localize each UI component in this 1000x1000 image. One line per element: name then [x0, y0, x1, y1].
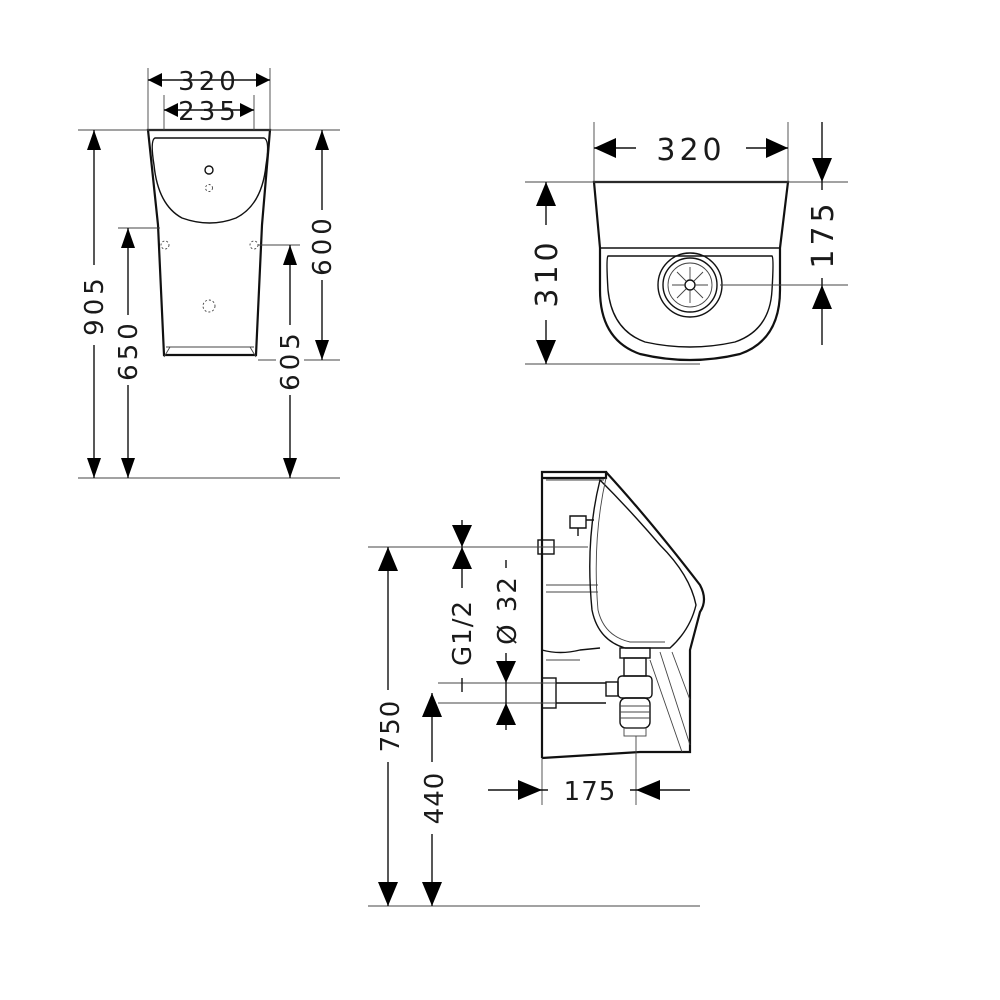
front-width-outer-label: 320	[178, 67, 240, 97]
top-depth-label: 310	[530, 238, 565, 307]
front-width-inner-label: 235	[178, 97, 240, 127]
top-view-bowl	[606, 255, 774, 348]
front-view-base	[163, 346, 257, 358]
side-height-inlet-label: 750	[376, 700, 406, 753]
side-view-inlet-fitting	[537, 515, 594, 555]
front-view-fixing-hole-left	[160, 240, 170, 250]
top-width-label: 320	[656, 133, 725, 168]
front-view-fixing-hole-right	[249, 240, 259, 250]
top-view: 320 310 175	[525, 122, 848, 365]
side-view-outlet-pipe	[541, 677, 606, 709]
front-view-outline	[146, 128, 272, 357]
top-view-outline	[592, 180, 790, 362]
front-view-drain-hole	[205, 184, 213, 192]
front-view-inlet-hole	[204, 165, 214, 175]
front-height-fixing-label: 605	[276, 329, 306, 391]
side-view-siphon	[605, 647, 653, 737]
front-height-rim-label: 600	[308, 214, 338, 276]
front-view-outlet-hole	[202, 299, 216, 313]
top-view-drain	[657, 252, 723, 318]
side-height-outlet-label: 440	[420, 772, 450, 825]
side-view: G1/2 Ø 32 750 440 175	[368, 470, 706, 907]
side-view-body	[541, 471, 706, 760]
side-outlet-diameter-label: Ø 32	[493, 575, 523, 645]
front-view: 320 235 905 650 600 605	[78, 67, 340, 479]
side-outlet-projection-label: 175	[564, 777, 617, 807]
front-height-outlet-label: 650	[114, 319, 144, 381]
side-view-cavity	[589, 478, 697, 649]
top-drain-offset-label: 175	[806, 199, 841, 268]
side-view-back	[540, 470, 608, 758]
side-inlet-thread-label: G1/2	[448, 600, 478, 666]
front-height-total-label: 905	[80, 274, 110, 336]
front-view-bowl	[151, 137, 269, 224]
